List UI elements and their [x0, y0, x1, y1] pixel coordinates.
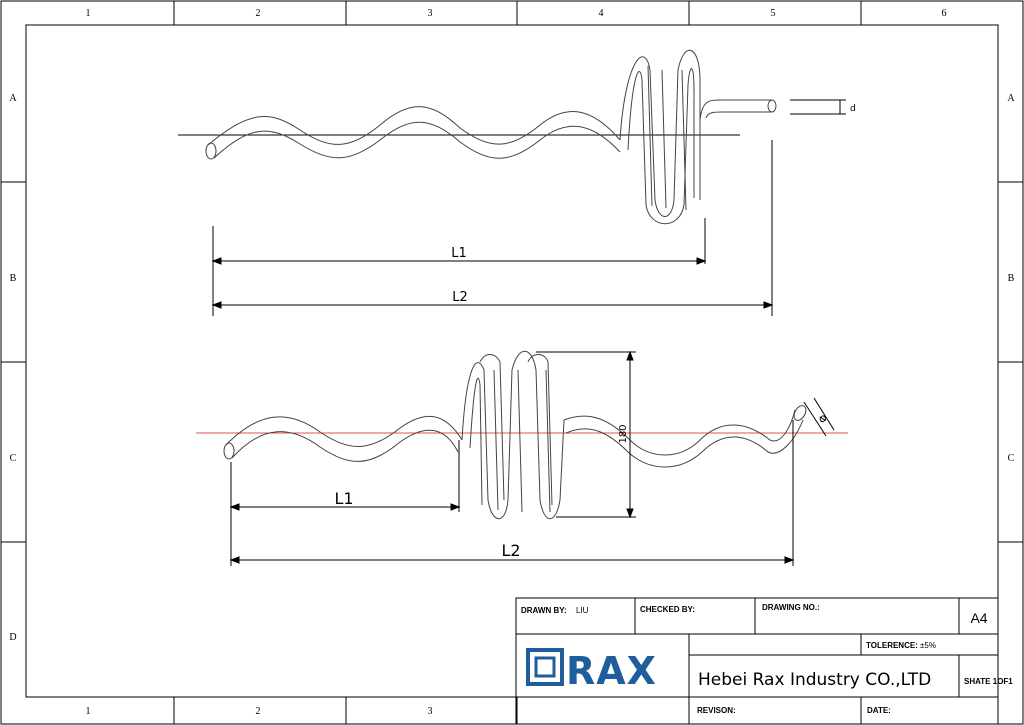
col-top-3: 3 — [428, 8, 433, 19]
bottom-coil-b — [469, 369, 551, 513]
row-left-C: C — [10, 453, 17, 464]
bottom-180-label: 180 — [618, 424, 629, 443]
col-top-2: 2 — [256, 8, 261, 19]
row-right-B: B — [1008, 273, 1015, 284]
top-coil-1 — [619, 49, 701, 217]
drawn-by-label: DRAWN BY: — [521, 606, 567, 615]
tolerence-label: TOLERENCE: — [866, 641, 918, 650]
bottom-L1-label: L1 — [334, 489, 353, 508]
top-dimensions — [211, 140, 774, 316]
top-wire-inner — [213, 121, 621, 159]
drawing-no-label: DRAWING NO.: — [762, 603, 820, 612]
top-tail — [699, 99, 772, 121]
checked-by-label: CHECKED BY: — [640, 605, 695, 614]
bottom-wire-inner — [231, 429, 459, 462]
company-name: Hebei Rax Industry CO.,LTD — [698, 670, 931, 690]
row-left-D: D — [9, 632, 16, 643]
col-top-1: 1 — [86, 8, 91, 19]
bottom-zone-ticks — [173, 697, 518, 724]
col-top-5: 5 — [771, 8, 776, 19]
col-bottom-1: 1 — [86, 706, 91, 717]
logo-text: RAX — [566, 649, 657, 693]
col-top-4: 4 — [599, 8, 604, 19]
bottom-wire-outer — [225, 415, 463, 447]
col-bottom-2: 2 — [256, 706, 261, 717]
top-coil-2 — [627, 68, 695, 225]
row-right-A: A — [1007, 93, 1015, 104]
bottom-wire-start — [223, 442, 235, 460]
bottom-coil-c — [479, 354, 553, 506]
drawn-by-value: LIU — [576, 606, 589, 615]
side-zone-ticks — [1, 181, 1023, 543]
col-bottom-3: 3 — [428, 706, 433, 717]
bottom-wire-right-outer — [563, 409, 796, 456]
bottom-L2-label: L2 — [501, 541, 520, 560]
bottom-wire-right-inner — [565, 419, 804, 468]
date-label: DATE: — [867, 706, 891, 715]
row-left-A: A — [9, 93, 17, 104]
col-top-6: 6 — [942, 8, 947, 19]
tolerence-value: ±5% — [920, 641, 936, 650]
title-block-lines — [515, 597, 999, 725]
row-right-C: C — [1008, 453, 1015, 464]
top-view — [178, 49, 777, 225]
rax-logo: RAX — [526, 648, 657, 693]
inner-border — [25, 24, 999, 698]
top-wire-outer — [207, 106, 621, 146]
top-coil-3 — [647, 65, 687, 211]
bottom-phi-label: Φ — [817, 413, 831, 425]
bottom-dimensions — [229, 420, 795, 566]
bottom-coil-a — [461, 350, 565, 520]
top-d-label: d — [850, 104, 856, 114]
revison-label: REVISON: — [697, 706, 736, 715]
top-L1-label: L1 — [451, 246, 467, 261]
top-wire-end — [205, 142, 217, 160]
top-zone-ticks — [173, 1, 862, 25]
top-d-dimension — [790, 99, 846, 115]
sheet-size: A4 — [970, 610, 987, 626]
bottom-180-dimension — [536, 350, 636, 519]
top-tail-end — [767, 99, 777, 113]
top-L2-label: L2 — [452, 290, 468, 305]
bottom-phi-dimension — [803, 397, 835, 437]
row-left-B: B — [10, 273, 17, 284]
bottom-view — [223, 350, 807, 520]
bottom-wire-end — [793, 405, 807, 421]
sheet-label: SHATE 1OF1 — [964, 677, 1013, 686]
